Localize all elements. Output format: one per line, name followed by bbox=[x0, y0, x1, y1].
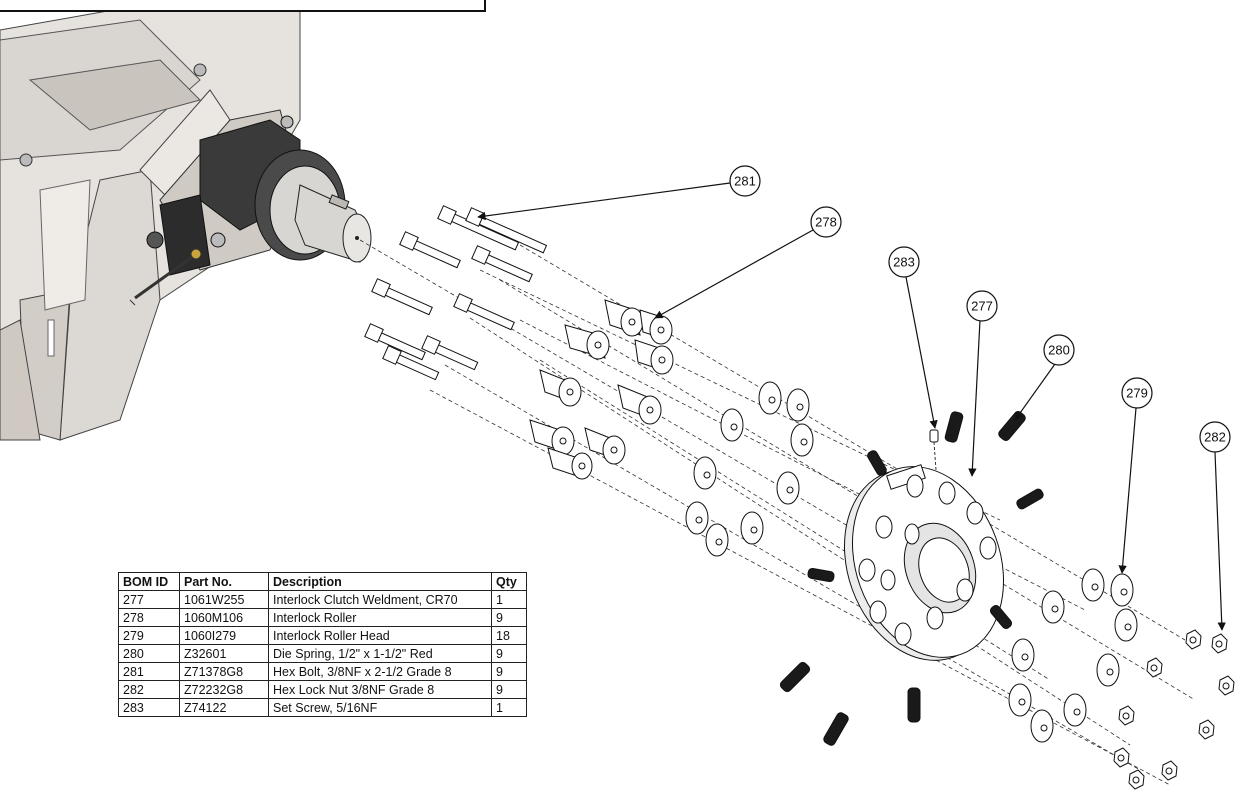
callout-282-label: 282 bbox=[1204, 430, 1226, 445]
bom-id: 280 bbox=[118, 644, 180, 663]
set-screw bbox=[929, 429, 939, 471]
bom-qty: 9 bbox=[491, 662, 527, 681]
callout-281-label: 281 bbox=[734, 174, 756, 189]
bom-id: 277 bbox=[118, 590, 180, 609]
callout-277: 277 bbox=[966, 290, 998, 322]
interlock-clutch-weldment bbox=[843, 464, 1005, 661]
callout-280-label: 280 bbox=[1048, 343, 1070, 358]
table-row: 282 Z72232G8 Hex Lock Nut 3/8NF Grade 8 … bbox=[118, 680, 527, 699]
callout-leaders bbox=[477, 182, 1226, 631]
table-row: 283 Z74122 Set Screw, 5/16NF 1 bbox=[118, 698, 527, 717]
bom-qty: 1 bbox=[491, 698, 527, 717]
callout-282: 282 bbox=[1199, 421, 1231, 453]
bom-header-qty: Qty bbox=[491, 572, 527, 591]
bom-header-description: Description bbox=[268, 572, 492, 591]
bom-qty: 9 bbox=[491, 608, 527, 627]
bom-id: 279 bbox=[118, 626, 180, 645]
bom-header-row: BOM ID Part No. Description Qty bbox=[118, 572, 527, 591]
hex-bolts bbox=[364, 205, 548, 381]
interlock-rollers bbox=[529, 299, 674, 480]
table-row: 279 1060I279 Interlock Roller Head 18 bbox=[118, 626, 527, 645]
bom-qty: 9 bbox=[491, 644, 527, 663]
bill-of-materials-table: BOM ID Part No. Description Qty 277 1061… bbox=[118, 572, 527, 717]
bom-qty: 9 bbox=[491, 680, 527, 699]
table-row: 277 1061W255 Interlock Clutch Weldment, … bbox=[118, 590, 527, 609]
bom-part-no: 1060M106 bbox=[179, 608, 269, 627]
bearing-housing bbox=[134, 109, 346, 300]
machine-frame bbox=[0, 0, 301, 441]
bom-description: Set Screw, 5/16NF bbox=[268, 698, 492, 717]
bom-id: 278 bbox=[118, 608, 180, 627]
callout-279-label: 279 bbox=[1126, 386, 1148, 401]
roller-heads bbox=[685, 381, 1138, 743]
bom-header-id: BOM ID bbox=[118, 572, 180, 591]
callout-283: 283 bbox=[888, 246, 920, 278]
bom-description: Interlock Clutch Weldment, CR70 bbox=[268, 590, 492, 609]
bom-header-part-no: Part No. bbox=[179, 572, 269, 591]
bom-part-no: Z72232G8 bbox=[179, 680, 269, 699]
callout-281: 281 bbox=[729, 165, 761, 197]
bom-id: 283 bbox=[118, 698, 180, 717]
bom-part-no: Z32601 bbox=[179, 644, 269, 663]
callout-280: 280 bbox=[1043, 334, 1075, 366]
bom-id: 281 bbox=[118, 662, 180, 681]
bom-part-no: 1060I279 bbox=[179, 626, 269, 645]
bom-part-no: 1061W255 bbox=[179, 590, 269, 609]
table-row: 278 1060M106 Interlock Roller 9 bbox=[118, 608, 527, 627]
bom-id: 282 bbox=[118, 680, 180, 699]
table-row: 280 Z32601 Die Spring, 1/2" x 1-1/2" Red… bbox=[118, 644, 527, 663]
bom-qty: 1 bbox=[491, 590, 527, 609]
bom-part-no: Z71378G8 bbox=[179, 662, 269, 681]
bom-description: Hex Lock Nut 3/8NF Grade 8 bbox=[268, 680, 492, 699]
bom-description: Hex Bolt, 3/8NF x 2-1/2 Grade 8 bbox=[268, 662, 492, 681]
bom-description: Die Spring, 1/2" x 1-1/2" Red bbox=[268, 644, 492, 663]
callout-278: 278 bbox=[810, 206, 842, 238]
hex-lock-nuts bbox=[1113, 629, 1235, 790]
bom-description: Interlock Roller Head bbox=[268, 626, 492, 645]
callout-277-label: 277 bbox=[971, 299, 993, 314]
bom-description: Interlock Roller bbox=[268, 608, 492, 627]
table-row: 281 Z71378G8 Hex Bolt, 3/8NF x 2-1/2 Gra… bbox=[118, 662, 527, 681]
bom-part-no: Z74122 bbox=[179, 698, 269, 717]
callout-283-label: 283 bbox=[893, 255, 915, 270]
title-block-frame bbox=[0, 0, 486, 12]
callout-278-label: 278 bbox=[815, 215, 837, 230]
drive-shaft bbox=[294, 184, 372, 263]
bom-qty: 18 bbox=[491, 626, 527, 645]
callout-279: 279 bbox=[1121, 377, 1153, 409]
